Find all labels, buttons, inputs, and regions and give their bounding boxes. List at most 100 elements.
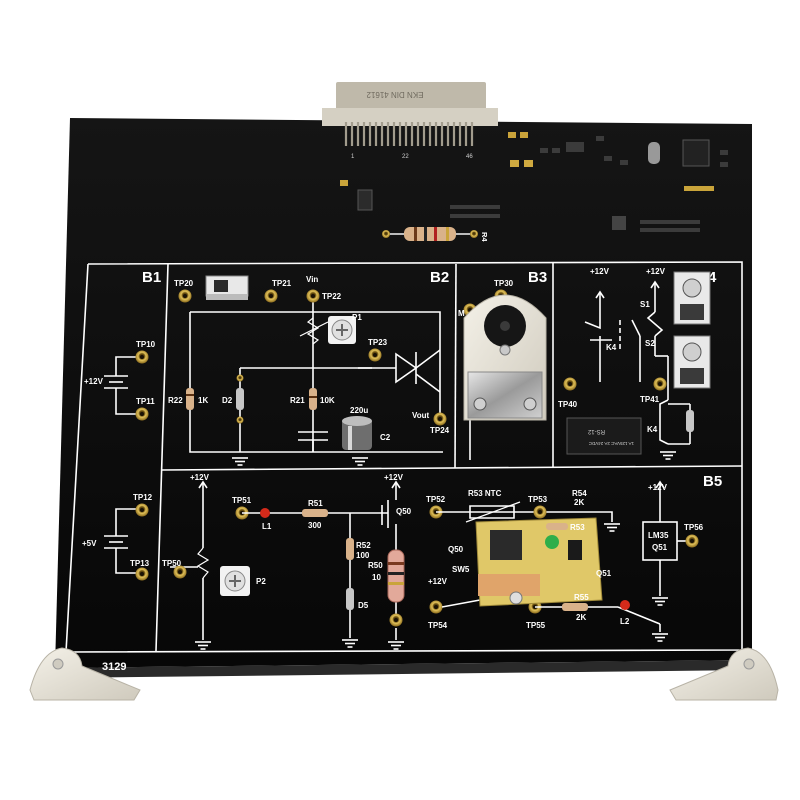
switch-sw[interactable] bbox=[205, 275, 249, 300]
label-plus5: +5V bbox=[82, 539, 97, 548]
label-p2: P2 bbox=[256, 577, 266, 586]
heater-assembly bbox=[475, 517, 603, 607]
label-k4: K4 bbox=[606, 343, 617, 352]
resistor-r51 bbox=[302, 509, 328, 517]
label-vout: Vout bbox=[412, 411, 430, 420]
label-r21-value: 10K bbox=[320, 396, 335, 405]
label-plus12-b5c: +12V bbox=[428, 577, 448, 586]
label-r50-value: 10 bbox=[372, 573, 381, 582]
label-s1: S1 bbox=[640, 300, 650, 309]
resistor-r22 bbox=[186, 388, 194, 410]
label-r52: R52 bbox=[356, 541, 371, 550]
label-r22: R22 bbox=[168, 396, 183, 405]
label-r55: R55 bbox=[574, 593, 589, 602]
label-m: M bbox=[458, 309, 465, 318]
led-l1 bbox=[260, 508, 270, 518]
label-sw5: SW5 bbox=[452, 565, 470, 574]
label-r55-value: 2K bbox=[576, 613, 586, 622]
connector-pin-22: 22 bbox=[402, 154, 409, 160]
b4-circuit bbox=[563, 281, 694, 460]
potentiometer-p1[interactable] bbox=[328, 316, 356, 344]
diode-d2 bbox=[236, 374, 244, 424]
tp56-label: TP56 bbox=[684, 523, 704, 532]
resistor-r53 bbox=[546, 523, 568, 530]
section-b2: B2 bbox=[430, 269, 449, 286]
tp30-label: TP30 bbox=[494, 279, 514, 288]
tp20-label: TP20 bbox=[174, 279, 194, 288]
resistor-r4: R4 bbox=[382, 227, 489, 242]
resistor-r21 bbox=[309, 388, 317, 410]
label-d2: D2 bbox=[222, 396, 233, 405]
tp50-label: TP50 bbox=[162, 559, 182, 568]
label-r54-value: 2K bbox=[574, 498, 584, 507]
label-r51: R51 bbox=[308, 499, 323, 508]
ejector-right[interactable] bbox=[669, 647, 779, 701]
connector-pin-1: 1 bbox=[351, 154, 355, 160]
section-b1: B1 bbox=[142, 269, 161, 286]
board-shadow-edge bbox=[55, 660, 752, 678]
label-q51-lm35: Q51 bbox=[652, 543, 668, 552]
label-plus12-b4b: +12V bbox=[646, 267, 666, 276]
label-r52-value: 100 bbox=[356, 551, 370, 560]
label-lm35: LM35 bbox=[648, 531, 669, 540]
label-d5: D5 bbox=[358, 601, 369, 610]
label-k4-relay: K4 bbox=[647, 425, 658, 434]
diode-d5 bbox=[346, 588, 354, 610]
potentiometer-p2[interactable] bbox=[220, 566, 250, 596]
tp54-label: TP54 bbox=[428, 621, 448, 630]
label-r53-ntc: R53 NTC bbox=[468, 489, 502, 498]
label-l2: L2 bbox=[620, 617, 630, 626]
tp23-label: TP23 bbox=[368, 338, 388, 347]
connector-pin-46: 46 bbox=[466, 154, 473, 160]
capacitor-c2 bbox=[342, 416, 372, 450]
ejector-left[interactable] bbox=[29, 647, 141, 701]
label-plus12-b1: +12V bbox=[84, 377, 104, 386]
resistor-r50 bbox=[387, 549, 405, 603]
label-plus12-b5a: +12V bbox=[190, 473, 210, 482]
label-vin: Vin bbox=[306, 275, 318, 284]
b2-circuit bbox=[178, 289, 447, 466]
relay-k4: RS-12 1A 125VAC 2A 24VDC bbox=[566, 417, 642, 455]
edge-connector: EKN DIN 41612 1 22 46 bbox=[322, 82, 498, 160]
tp11-label: TP11 bbox=[136, 397, 155, 406]
relay-model: RS-12 bbox=[587, 428, 605, 434]
label-r22-value: 1K bbox=[198, 396, 208, 405]
section-b5: B5 bbox=[703, 473, 722, 490]
label-r50: R50 bbox=[368, 561, 383, 570]
label-p1: P1 bbox=[352, 313, 362, 322]
resistor-r52 bbox=[346, 538, 354, 560]
section-b3: B3 bbox=[528, 269, 547, 286]
tp13-label: TP13 bbox=[130, 559, 150, 568]
label-l1: L1 bbox=[262, 522, 272, 531]
b4-switches[interactable] bbox=[673, 271, 711, 389]
label-r54: R54 bbox=[572, 489, 587, 498]
label-r21: R21 bbox=[290, 396, 305, 405]
tp21-label: TP21 bbox=[272, 279, 292, 288]
label-c2-value: 220u bbox=[350, 406, 368, 415]
label-plus12-b5d: +12V bbox=[648, 483, 668, 492]
tp22-label: TP22 bbox=[322, 292, 342, 301]
label-q50-b5: Q50 bbox=[448, 545, 464, 554]
smd-components bbox=[340, 132, 728, 232]
label-plus12-b5b: +12V bbox=[384, 473, 404, 482]
label-r51-value: 300 bbox=[308, 521, 322, 530]
section-b4: 4 bbox=[708, 269, 717, 286]
tp24-label: TP24 bbox=[430, 426, 450, 435]
tp55-label: TP55 bbox=[526, 621, 546, 630]
connector-text: EKN DIN 41612 bbox=[366, 90, 423, 99]
b1-circuit bbox=[104, 350, 149, 581]
tp53-label: TP53 bbox=[528, 495, 548, 504]
tp51-label: TP51 bbox=[232, 496, 252, 505]
tp52-label: TP52 bbox=[426, 495, 446, 504]
relay-spec: 1A 125VAC 2A 24VDC bbox=[588, 441, 634, 446]
board-id-label: 3129 bbox=[102, 661, 126, 673]
led-l2 bbox=[620, 600, 630, 610]
tp41-label: TP41 bbox=[640, 395, 660, 404]
tp10-label: TP10 bbox=[136, 340, 156, 349]
label-plus12-b4a: +12V bbox=[590, 267, 610, 276]
label-r4: R4 bbox=[480, 232, 489, 242]
label-s2: S2 bbox=[645, 339, 655, 348]
label-q51: Q51 bbox=[596, 569, 612, 578]
label-c2: C2 bbox=[380, 433, 391, 442]
